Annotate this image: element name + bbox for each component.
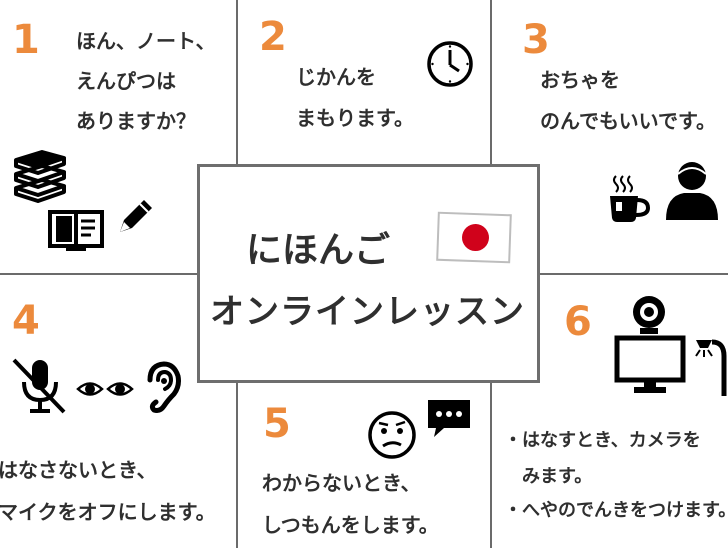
panel-text-line: まもります。	[296, 106, 414, 130]
grid-line-vertical-right	[490, 0, 492, 164]
panel-text-line: のんでもいいです。	[540, 109, 716, 133]
grid-line-vertical-right-bottom	[490, 383, 492, 548]
center-title-box: にほんご オンラインレッスン	[197, 164, 540, 383]
pencil-icon	[116, 196, 156, 236]
panel-text-line: ありますか？	[76, 109, 196, 133]
panel-text-line: しつもんをします。	[262, 513, 439, 537]
person-icon	[664, 160, 720, 222]
panel-number: 1	[12, 17, 40, 63]
title-line-1: にほんご	[246, 230, 391, 271]
panel-text-line: マイクをオフにします。	[0, 500, 216, 524]
clock-icon	[426, 40, 474, 88]
confused-face-icon	[367, 410, 417, 460]
panel-text-line: おちゃを	[540, 68, 620, 92]
grid-line-horizontal-left	[0, 273, 197, 275]
panel-number: 6	[564, 299, 592, 345]
panel-text-line: えんぴつは	[76, 69, 176, 93]
grid-line-vertical-left	[236, 0, 238, 164]
panel-text-line: はなさないとき、	[0, 458, 157, 482]
panel-text-line: ほん、ノート、	[76, 29, 216, 53]
open-book-icon	[48, 208, 104, 252]
desk-lamp-icon	[692, 336, 728, 398]
title-line-2: オンラインレッスン	[210, 292, 525, 332]
panel-text-line: ・はなすとき、カメラを	[504, 430, 701, 451]
panel-number: 3	[522, 17, 550, 63]
panel-text-line: みます。	[504, 466, 593, 487]
panel-number: 4	[12, 298, 40, 344]
grid-line-vertical-left-bottom	[236, 383, 238, 548]
muted-microphone-icon	[12, 356, 68, 416]
ear-icon	[146, 361, 184, 413]
panel-number: 2	[259, 14, 287, 60]
eyes-icon	[76, 378, 134, 400]
panel-text-line: じかんを	[296, 65, 376, 89]
monitor-icon	[614, 335, 686, 395]
panel-number: 5	[263, 401, 291, 447]
panel-text-line: ・へやのでんきをつけます。	[504, 500, 728, 521]
books-stack-icon	[12, 150, 68, 203]
hot-tea-cup-icon	[606, 174, 652, 224]
panel-text-line: わからないとき、	[262, 471, 421, 495]
webcam-icon	[630, 295, 668, 335]
grid-line-horizontal-right	[540, 273, 728, 275]
japan-flag-icon	[436, 211, 512, 264]
speech-bubble-icon	[426, 398, 472, 438]
